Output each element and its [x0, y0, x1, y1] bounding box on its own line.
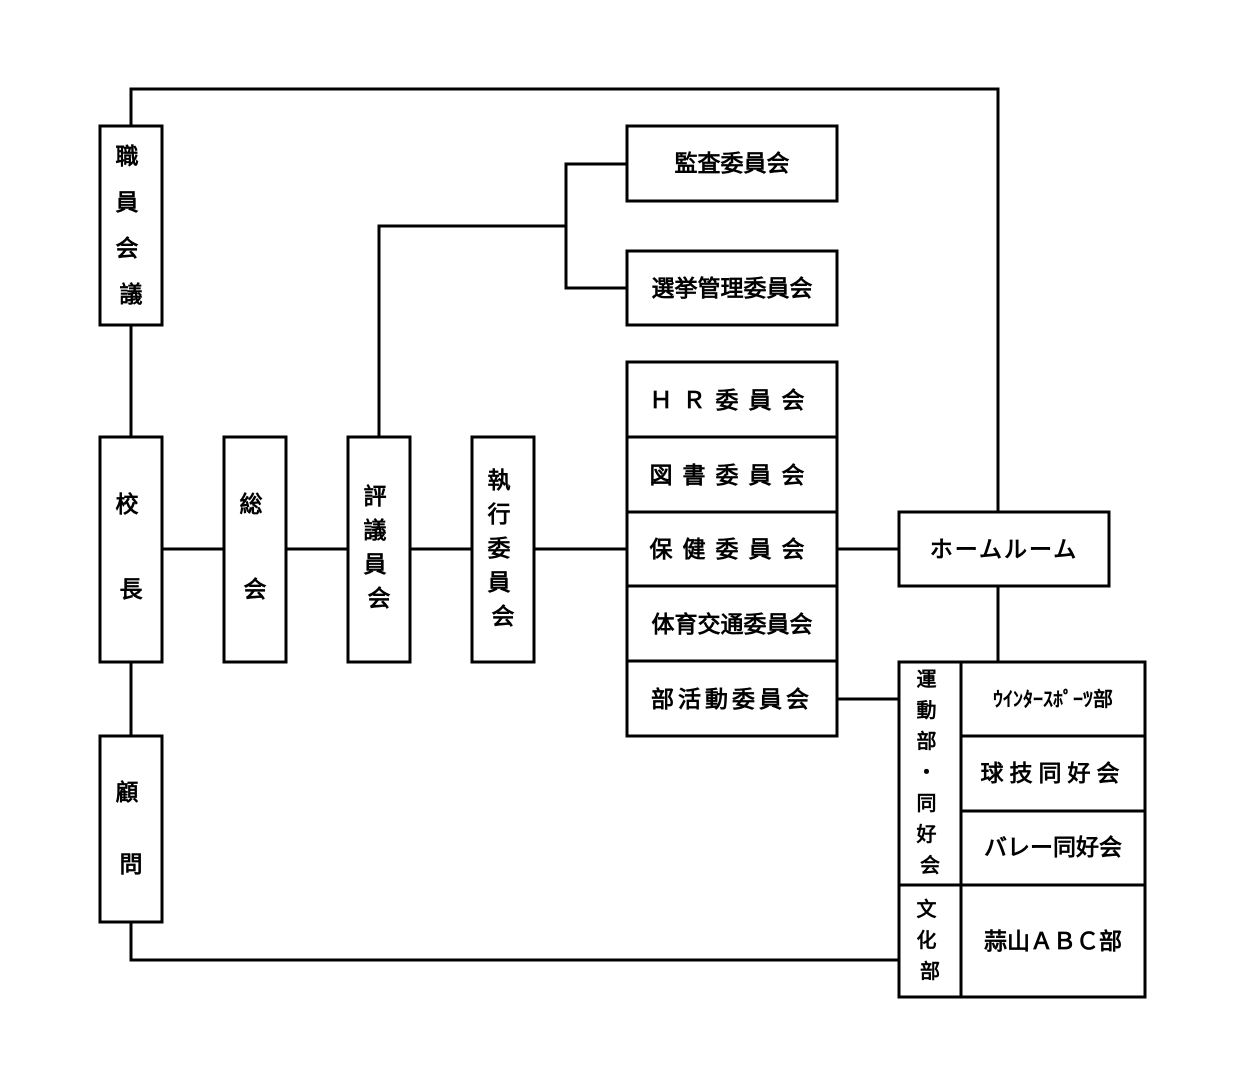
label-kyugi-dokokai: 球技同好会 [981, 760, 1126, 787]
label-char: 長 [120, 577, 144, 603]
node-hyogiinkai: 評 議 員 会 [346, 435, 412, 664]
edge-komon-to-bunkabu [129, 922, 899, 962]
label-hr-iinkai: ＨＲ委員会 [650, 387, 815, 414]
label-char: 動 [917, 698, 937, 722]
label-char: 会 [368, 585, 391, 612]
label-char: 会 [115, 235, 138, 262]
label-winter-sports: ｳｲﾝﾀｰｽﾎﾟｰﾂ部 [993, 687, 1113, 711]
label-char: 好 [916, 822, 937, 846]
label-char: 総 [239, 491, 262, 518]
label-char: 員 [115, 190, 138, 216]
node-komon: 顧 問 [98, 734, 164, 924]
label-komon: 顧 問 [115, 779, 146, 878]
label-char: 校 [115, 491, 139, 518]
label-homeroom: ホームルーム [930, 537, 1079, 563]
label-char: 職 [115, 143, 138, 170]
label-volley-dokokai: バレー同好会 [984, 834, 1122, 861]
label-char: 行 [486, 501, 510, 528]
label-char: 員 [363, 552, 386, 578]
label-senkyo-kanri-iinkai: 選挙管理委員会 [652, 275, 813, 302]
committee-stack: ＨＲ委員会 図書委員会 保健委員会 体育交通委員会 部活動委員会 [625, 360, 839, 738]
label-char: 委 [486, 536, 510, 562]
label-char: 執 [487, 467, 510, 494]
label-char: 会 [492, 603, 515, 630]
node-shokuin-kaigi: 職 員 会 議 [98, 124, 164, 327]
label-sokai: 総 会 [239, 491, 270, 603]
edge-branch-to-kansa [564, 162, 627, 290]
label-char: 問 [120, 852, 143, 878]
label-taiiku-kotsu-iinkai: 体育交通委員会 [652, 611, 813, 638]
label-char: 部 [920, 959, 940, 983]
label-hoken-iinkai: 保健委員会 [649, 536, 815, 563]
label-char: 運 [917, 667, 937, 691]
label-tosho-iinkai: 図書委員会 [650, 462, 815, 489]
label-char: 員 [487, 570, 510, 596]
label-char: 議 [363, 517, 386, 544]
label-shokuin-kaigi: 職 員 会 議 [115, 143, 146, 308]
node-sokai: 総 会 [222, 435, 288, 664]
node-senkyo-kanri-iinkai: 選挙管理委員会 [625, 249, 839, 327]
label-kansa-iinkai: 監査委員会 [675, 150, 790, 177]
node-kocho: 校 長 [98, 435, 164, 664]
label-bunkabu: 文 化 部 [917, 897, 944, 983]
label-char: 会 [920, 853, 940, 877]
edge-hyogiinkai-to-branch [377, 224, 566, 437]
label-hiruyama-abc: 蒜山ＡＢＣ部 [984, 928, 1122, 955]
label-undobu-dokokai: 運 動 部 ・ 同 好 会 [916, 667, 944, 877]
connectors [129, 87, 1000, 962]
edge-shokuin-kaigi-to-homeroom [129, 87, 1000, 512]
label-char: 同 [917, 791, 937, 815]
label-char: 顧 [115, 779, 138, 806]
node-shikko-iinkai: 執 行 委 員 会 [470, 435, 536, 664]
label-bukatsudo-iinkai: 部活動委員会 [651, 686, 813, 713]
label-char: 部 [917, 729, 937, 753]
label-hyogiinkai: 評 議 員 会 [363, 483, 394, 612]
label-char: 議 [120, 281, 143, 308]
node-homeroom: ホームルーム [897, 510, 1111, 588]
clubs-block: 運 動 部 ・ 同 好 会 文 化 部 ｳｲﾝﾀｰｽﾎﾟｰﾂ部 球技同好会 バレ… [897, 660, 1147, 999]
node-kansa-iinkai: 監査委員会 [625, 124, 839, 203]
label-kocho: 校 長 [115, 491, 146, 603]
label-shikko-iinkai: 執 行 委 員 会 [486, 467, 518, 630]
label-char: 会 [244, 576, 267, 603]
label-char: ・ [917, 760, 937, 784]
label-char: 評 [363, 483, 386, 510]
label-char: 文 [917, 897, 938, 921]
label-char: 化 [917, 928, 937, 952]
